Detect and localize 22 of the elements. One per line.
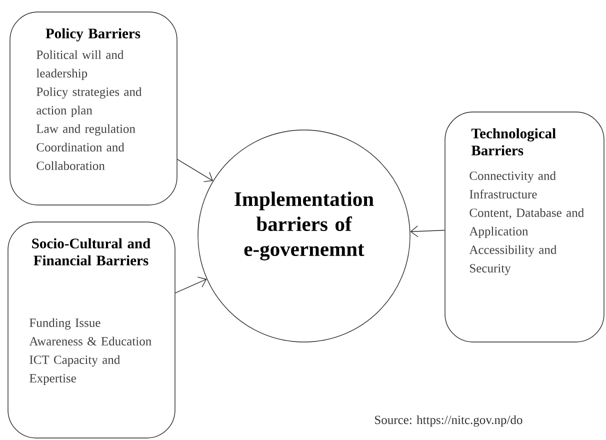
box-heading: Policy Barriers [46, 28, 140, 42]
list-item: Content, Database and Application [469, 208, 584, 238]
barrier-box [10, 12, 178, 206]
box-heading: Technological Barriers [471, 128, 556, 156]
list-item: Accessibility and Security [469, 245, 557, 276]
arrow [177, 158, 214, 182]
arrow [410, 226, 445, 238]
list-item: Awareness & Education [29, 336, 152, 346]
list-item: Coordination and Collaboration [36, 142, 124, 170]
list-item: Political will and leadership [36, 50, 124, 80]
circle-title: Implementation barriers of e-governemnt [234, 192, 374, 260]
arrow [175, 276, 207, 294]
list-item: Law and regulation [36, 124, 136, 136]
topic-circle [198, 130, 410, 342]
barrier-box [8, 222, 176, 438]
list-item: Connectivity and Infrastructure [470, 171, 556, 198]
list-item: Policy strategies and action plan [36, 87, 142, 118]
list-item: Funding Issue [30, 318, 100, 330]
list-item: ICT Capacity and Expertise [30, 355, 120, 386]
barrier-box [444, 112, 604, 342]
source-note: Source: https://nitc.gov.np/do [375, 415, 522, 427]
box-heading: Socio-Cultural and Financial Barriers [32, 238, 150, 266]
